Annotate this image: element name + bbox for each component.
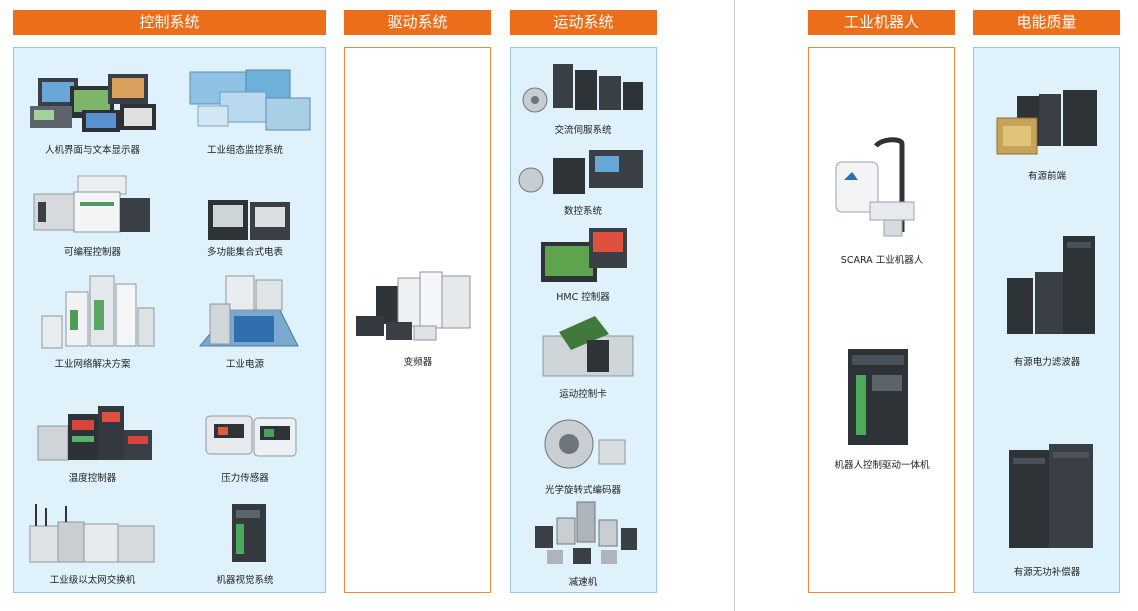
caption: SCARA 工业机器人 — [840, 255, 924, 266]
header-control-system[interactable]: 控制系统 — [13, 10, 326, 35]
product-cnc-system[interactable]: 数控系统 — [513, 148, 653, 218]
product-active-front-end[interactable]: 有源前端 — [977, 88, 1117, 182]
caption: 数控系统 — [563, 206, 602, 217]
active-front-end-image — [996, 90, 1097, 155]
scara-robot-image — [835, 137, 915, 237]
inverter-product-image — [356, 271, 471, 341]
caption: 有源前端 — [1027, 171, 1066, 182]
caption: HMC 控制器 — [556, 292, 610, 303]
machine-vision-image — [232, 504, 266, 562]
meter-product-image — [208, 200, 290, 240]
caption: 机器视觉系统 — [216, 575, 274, 586]
cnc-system-image — [518, 150, 643, 194]
product-gear-reducer[interactable]: 减速机 — [513, 500, 653, 590]
caption: 可编程控制器 — [63, 247, 121, 258]
gear-reducer-image — [535, 501, 637, 564]
caption: 交流伺服系统 — [554, 125, 612, 136]
caption: 有源电力滤波器 — [1013, 357, 1081, 368]
product-scara-robot[interactable]: SCARA 工业机器人 — [812, 136, 952, 266]
product-pressure-sensor[interactable]: 压力传感器 — [170, 396, 320, 486]
caption: 工业网络解决方案 — [54, 359, 131, 370]
product-active-var-compensator[interactable]: 有源无功补偿器 — [977, 440, 1117, 578]
robot-controller-image — [848, 349, 908, 445]
caption: 有源无功补偿器 — [1013, 567, 1081, 578]
pressure-sensor-image — [205, 415, 297, 457]
product-scada-monitoring[interactable]: 工业组态监控系统 — [170, 68, 320, 156]
caption: 多功能集合式电表 — [206, 247, 283, 258]
product-inverter[interactable]: 变频器 — [348, 264, 488, 368]
hmc-controller-image — [541, 228, 627, 282]
product-optical-rotary-encoder[interactable]: 光学旋转式编码器 — [513, 410, 653, 496]
header-industrial-robot[interactable]: 工业机器人 — [808, 10, 955, 35]
product-robot-controller-drive[interactable]: 机器人控制驱动一体机 — [812, 345, 952, 471]
product-hmc-controller[interactable]: HMC 控制器 — [513, 226, 653, 306]
scada-product-image — [189, 69, 311, 131]
header-motion-system[interactable]: 运动系统 — [510, 10, 657, 35]
hmi-product-image — [30, 74, 156, 132]
temperature-controller-image — [37, 406, 152, 461]
header-drive-system[interactable]: 驱动系统 — [344, 10, 491, 35]
product-ac-servo[interactable]: 交流伺服系统 — [513, 60, 653, 136]
network-product-image — [41, 275, 155, 349]
caption: 工业电源 — [225, 359, 264, 370]
product-industrial-ethernet-switch[interactable]: 工业级以太网交换机 — [20, 500, 165, 590]
active-power-filter-image — [1007, 236, 1095, 334]
product-industrial-network[interactable]: 工业网络解决方案 — [20, 270, 165, 370]
active-var-compensator-image — [1009, 444, 1093, 548]
caption: 温度控制器 — [68, 473, 117, 484]
plc-product-image — [33, 175, 150, 233]
product-machine-vision[interactable]: 机器视觉系统 — [170, 500, 320, 590]
caption: 运动控制卡 — [559, 389, 607, 400]
panel-motion-system — [510, 47, 657, 593]
product-temperature-controller[interactable]: 温度控制器 — [20, 396, 165, 486]
product-multifunction-meter[interactable]: 多功能集合式电表 — [170, 172, 320, 260]
caption: 光学旋转式编码器 — [544, 485, 621, 496]
caption: 变频器 — [403, 357, 433, 368]
power-supply-product-image — [198, 275, 299, 347]
caption: 工业组态监控系统 — [206, 145, 283, 156]
optical-encoder-image — [544, 419, 626, 469]
motion-control-card-image — [542, 316, 634, 377]
caption: 减速机 — [568, 577, 598, 588]
header-power-quality[interactable]: 电能质量 — [973, 10, 1120, 35]
caption: 人机界面与文本显示器 — [44, 145, 140, 156]
product-active-power-filter[interactable]: 有源电力滤波器 — [977, 232, 1117, 368]
product-plc[interactable]: 可编程控制器 — [20, 172, 165, 260]
section-divider — [734, 0, 735, 611]
ethernet-switch-image — [29, 504, 155, 563]
product-hmi-text-display[interactable]: 人机界面与文本显示器 — [20, 68, 165, 156]
product-motion-control-card[interactable]: 运动控制卡 — [513, 310, 653, 400]
product-industrial-power-supply[interactable]: 工业电源 — [170, 270, 320, 370]
caption: 压力传感器 — [221, 473, 269, 484]
ac-servo-image — [522, 64, 643, 113]
caption: 工业级以太网交换机 — [49, 575, 136, 586]
caption: 机器人控制驱动一体机 — [834, 460, 930, 471]
panel-industrial-robot — [808, 47, 955, 593]
